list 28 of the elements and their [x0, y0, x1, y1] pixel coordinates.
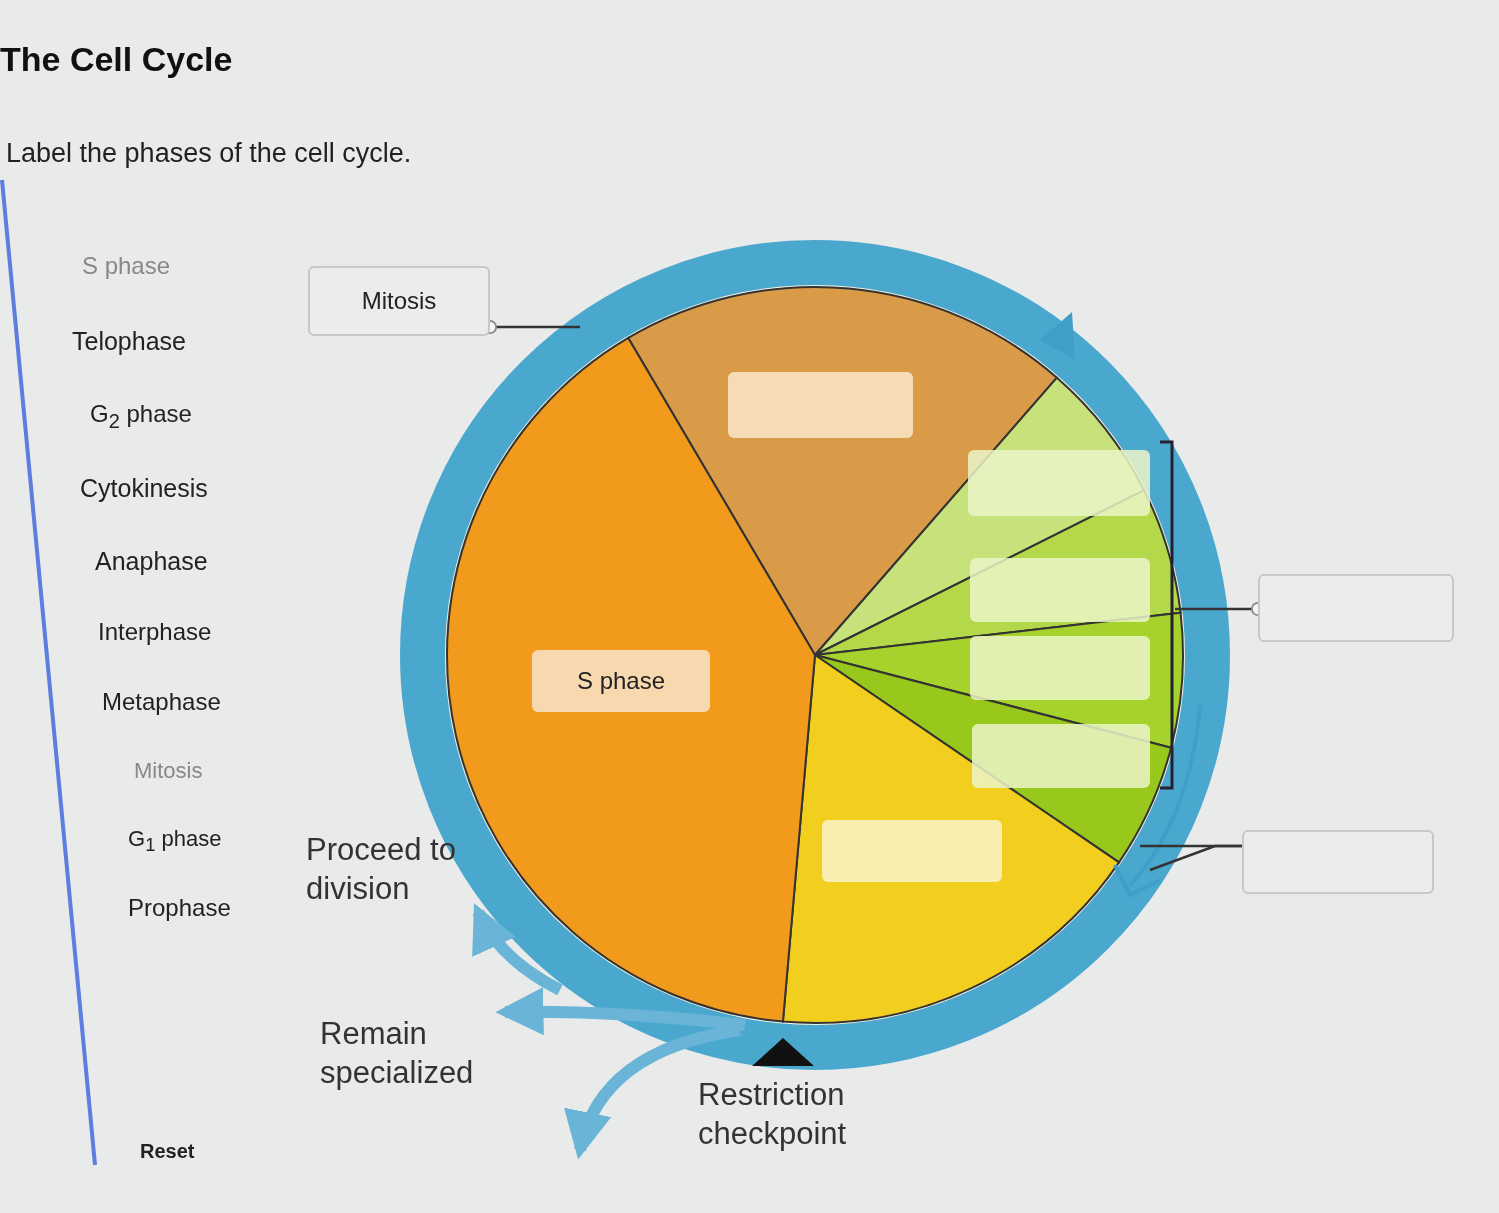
word-choice: Prophase — [128, 894, 231, 922]
title: The Cell Cycle — [0, 40, 233, 79]
drop-zone — [970, 558, 1150, 622]
instruction-text: Label the phases of the cell cycle. — [6, 138, 412, 169]
checkpoint-label: Restriction checkpoint — [698, 1076, 848, 1153]
word-choice: Anaphase — [95, 547, 208, 576]
word-choice: Telophase — [72, 327, 186, 356]
answer-box: Mitosis — [308, 266, 490, 336]
word-choice: G$_{1}$ phase — [128, 826, 222, 857]
arrow — [472, 903, 563, 996]
path-label: Remain specialized — [320, 1012, 505, 1096]
drop-zone — [970, 636, 1150, 700]
reset-link: Reset — [140, 1140, 195, 1163]
drop-zone — [728, 372, 913, 438]
answer-box — [1242, 830, 1434, 894]
arrow — [495, 987, 746, 1036]
word-choice: Cytokinesis — [80, 474, 208, 503]
answer-box — [1258, 574, 1454, 642]
word-choice: G$_{2}$ phase — [90, 400, 192, 433]
drop-zone — [972, 724, 1150, 788]
word-choice: S phase — [82, 252, 171, 280]
word-choice: Interphase — [98, 618, 212, 646]
leader-line — [1149, 844, 1242, 872]
word-choice: Mitosis — [134, 758, 203, 784]
drop-zone — [822, 820, 1002, 882]
drop-zone — [968, 450, 1150, 516]
phase-label: S phase — [532, 650, 710, 712]
word-choice: Metaphase — [102, 688, 221, 716]
